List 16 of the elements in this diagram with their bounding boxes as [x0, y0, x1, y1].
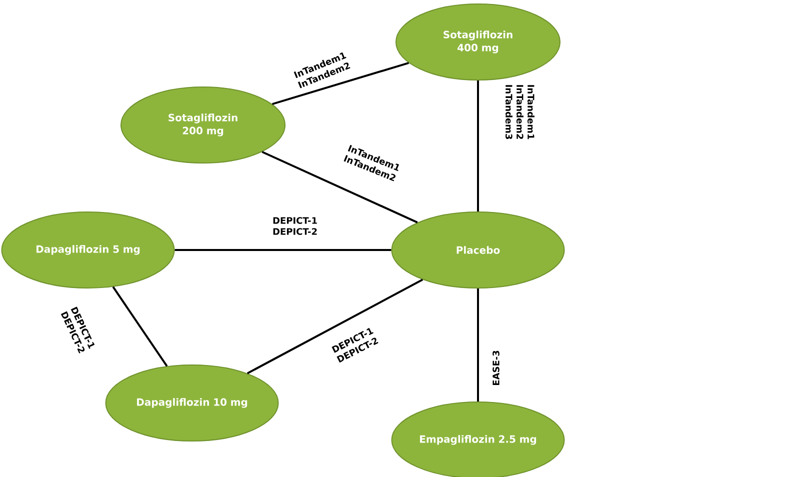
- connector-line: [477, 288, 479, 402]
- connector-line: [477, 80, 479, 212]
- edge-label: DEPICT-1 DEPICT-2: [273, 217, 317, 235]
- connector-line: [246, 278, 424, 374]
- ellipse-node: Placebo: [391, 212, 565, 288]
- ellipse-node: Sotagliflozin 200 mg: [120, 86, 286, 164]
- connector-line: [112, 286, 168, 367]
- edge-label: EASE-3: [492, 350, 500, 386]
- connector-line: [272, 62, 409, 106]
- connector-line: [262, 150, 418, 224]
- ellipse-node: Dapagliflozin 10 mg: [105, 364, 279, 442]
- ellipse-node: Dapagliflozin 5 mg: [1, 212, 175, 288]
- ellipse-node: Sotagliflozin 400 mg: [395, 4, 561, 80]
- edge-label: InTandem1 InTandem2 InTandem3: [506, 85, 534, 140]
- connector-line: [174, 249, 392, 251]
- ellipse-node: Empagliflozin 2.5 mg: [391, 401, 565, 477]
